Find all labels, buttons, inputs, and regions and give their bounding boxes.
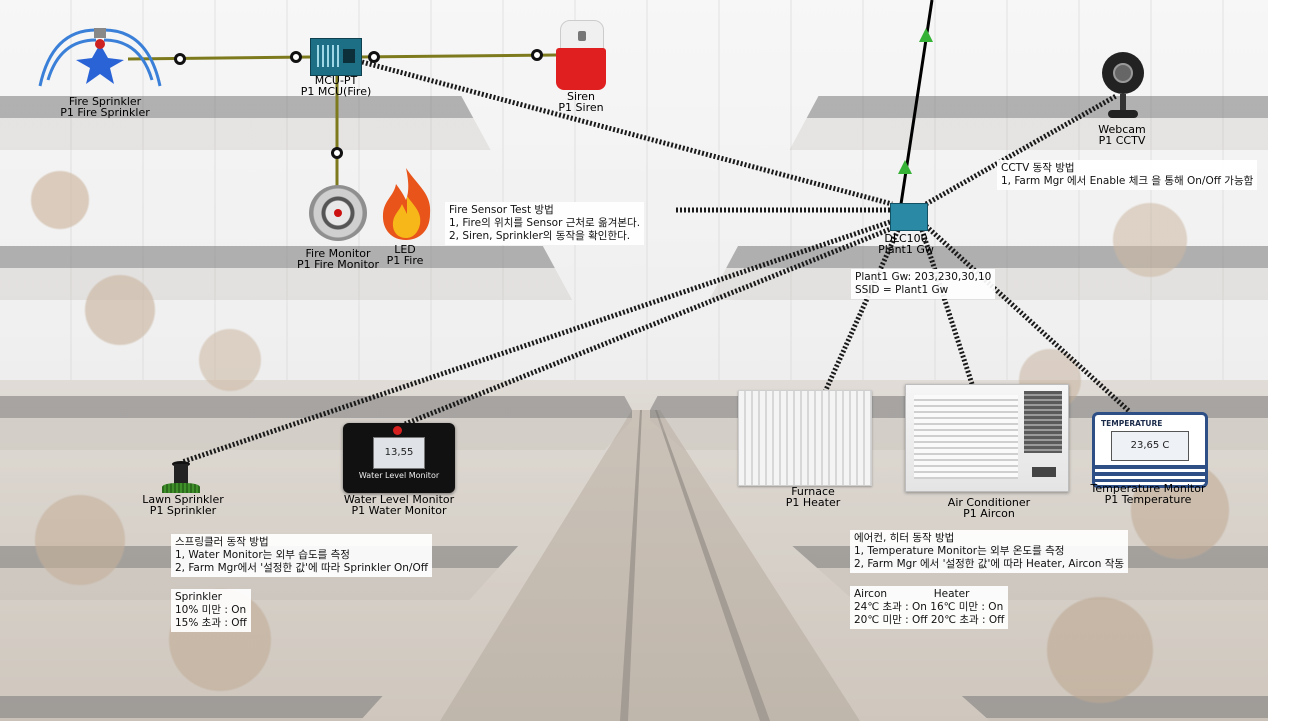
wired-link-mcu-siren	[359, 53, 557, 59]
gateway-icon[interactable]	[890, 203, 928, 231]
port-firemonitor	[331, 147, 343, 159]
hvac-method-note: 에어컨, 히터 동작 방법 1, Temperature Monitor는 외부…	[850, 530, 1129, 573]
wired-link-sprinkler-mcu	[127, 55, 311, 61]
wireless-link-webcam	[924, 93, 1118, 207]
webcam-label: Webcam P1 CCTV	[1098, 124, 1146, 146]
device-name: P1 Heater	[785, 496, 841, 509]
port-mcu-left	[290, 51, 302, 63]
note-line: 1, Temperature Monitor는 외부 온도를 측정	[854, 545, 1065, 557]
note-title: 스프링클러 동작 방법	[175, 536, 269, 548]
device-name: P1 Fire Monitor	[296, 258, 380, 271]
note-title: Fire Sensor Test 방법	[449, 204, 554, 216]
status-led	[393, 426, 402, 435]
note-line: 2, Farm Mgr 에서 '설정한 값'에 따라 Heater, Airco…	[854, 558, 1125, 570]
gateway-label: DLC100 Plant1 Gw	[878, 233, 934, 255]
device-name: P1 CCTV	[1098, 134, 1146, 147]
note-line: 24℃ 초과 : On 16℃ 미만 : On	[854, 601, 1004, 613]
device-type: Lawn Sprinkler	[142, 493, 224, 506]
wireless-link-furnace	[822, 228, 901, 394]
mcu-label: MCU-PT P1 MCU(Fire)	[301, 75, 372, 97]
note-line: 15% 초과 : Off	[175, 617, 247, 629]
flame-icon[interactable]	[382, 168, 431, 240]
water-level-display: 13,55	[373, 437, 425, 469]
sprinkler-method-note: 스프링클러 동작 방법 1, Water Monitor는 외부 습도를 측정 …	[171, 534, 432, 577]
temperature-display: 23,65 C	[1111, 431, 1189, 461]
led-label: LED P1 Fire	[387, 244, 424, 266]
fire-test-note: Fire Sensor Test 방법 1, Fire의 위치를 Sensor …	[445, 202, 645, 245]
device-type: Fire Monitor	[305, 247, 371, 260]
uplink-arrow-lower	[898, 160, 912, 174]
note-line: 1, Fire의 위치를 Sensor 근처로 옮겨본다.	[449, 217, 641, 229]
lawn-sprinkler-label: Lawn Sprinkler P1 Sprinkler	[142, 494, 224, 516]
device-name: P1 Fire Sprinkler	[60, 106, 150, 119]
device-type: DLC100	[884, 232, 928, 245]
water-level-monitor-icon[interactable]: 13,55 Water Level Monitor	[343, 423, 455, 493]
hvac-rule-note: Aircon Heater 24℃ 초과 : On 16℃ 미만 : On 20…	[850, 586, 1009, 629]
fire-sprinkler-label: Fire Sprinkler P1 Fire Sprinkler	[60, 96, 150, 118]
device-type: Air Conditioner	[947, 496, 1031, 509]
temperature-monitor-icon[interactable]: TEMPERATURE 23,65 C	[1092, 412, 1208, 488]
sprinkler-rule-note: Sprinkler 10% 미만 : On 15% 초과 : Off	[171, 589, 251, 632]
canvas-margin	[1268, 0, 1312, 721]
device-type: Webcam	[1098, 123, 1146, 136]
fire-monitor-label: Fire Monitor P1 Fire Monitor	[297, 248, 379, 270]
siren-icon[interactable]	[556, 20, 606, 90]
water-monitor-caption: Water Level Monitor	[358, 471, 440, 480]
wireless-link-aircon	[919, 229, 975, 385]
device-type: Siren	[566, 90, 596, 103]
aircon-label: Air Conditioner P1 Aircon	[948, 497, 1030, 519]
device-name: P1 Sprinkler	[149, 504, 217, 517]
siren-label: Siren P1 Siren	[558, 91, 603, 113]
temperature-monitor-label: Temperature Monitor P1 Temperature	[1091, 483, 1206, 505]
water-monitor-label: Water Level Monitor P1 Water Monitor	[344, 494, 454, 516]
webcam-icon[interactable]	[1102, 50, 1144, 122]
cctv-note: CCTV 동작 방법 1, Farm Mgr 에서 Enable 체크 을 통해…	[997, 160, 1258, 190]
temperature-header: TEMPERATURE	[1101, 419, 1163, 428]
note-line: Plant1 Gw: 203,230,30,10	[855, 271, 992, 283]
device-type: Fire Sprinkler	[68, 95, 142, 108]
device-name: P1 Aircon	[963, 507, 1015, 520]
note-line: 2, Farm Mgr에서 '설정한 값'에 따라 Sprinkler On/O…	[175, 562, 428, 574]
gateway-info-note: Plant1 Gw: 203,230,30,10 SSID = Plant1 G…	[851, 269, 996, 299]
device-type: Furnace	[791, 485, 835, 498]
fire-sprinkler-icon[interactable]	[38, 28, 162, 87]
device-name: P1 Temperature	[1104, 493, 1192, 506]
note-line: 10% 미만 : On	[175, 604, 247, 616]
note-line: SSID = Plant1 Gw	[855, 284, 949, 296]
device-name: P1 MCU(Fire)	[300, 85, 372, 98]
note-title: Sprinkler	[175, 591, 222, 603]
device-type: Water Level Monitor	[343, 493, 455, 506]
furnace-label: Furnace P1 Heater	[786, 486, 841, 508]
port-mcu-right	[368, 51, 380, 63]
note-line: 1, Farm Mgr 에서 Enable 체크 을 통해 On/Off 가능함	[1001, 175, 1254, 187]
device-type: Temperature Monitor	[1090, 482, 1206, 495]
device-name: P1 Water Monitor	[351, 504, 447, 517]
note-line: 1, Water Monitor는 외부 습도를 측정	[175, 549, 350, 561]
device-name: Plant1 Gw	[878, 243, 934, 256]
uplink-arrow-upper	[919, 28, 933, 42]
port-siren	[531, 49, 543, 61]
device-name: P1 Fire	[386, 254, 424, 267]
note-line: 2, Siren, Sprinkler의 동작을 확인한다.	[449, 230, 631, 242]
fire-monitor-icon[interactable]	[305, 185, 371, 241]
device-name: P1 Siren	[558, 101, 604, 114]
radiator-icon[interactable]	[738, 390, 872, 486]
device-type: LED	[394, 243, 416, 256]
port-sprinkler	[174, 53, 186, 65]
note-title: 에어컨, 히터 동작 방법	[854, 532, 955, 544]
mcu-board-icon[interactable]	[310, 38, 362, 76]
air-conditioner-icon[interactable]	[905, 384, 1069, 492]
wireless-link-mcu	[361, 59, 893, 207]
wireless-link-lawn-sprinkler	[181, 219, 891, 465]
note-line: 20℃ 미만 : Off 20℃ 초과 : Off	[854, 614, 1005, 626]
device-type: MCU-PT	[314, 74, 358, 87]
lawn-sprinkler-icon[interactable]	[162, 461, 200, 493]
note-title: CCTV 동작 방법	[1001, 162, 1075, 174]
temperature-stripes	[1095, 465, 1205, 482]
note-title: Aircon Heater	[854, 588, 970, 600]
